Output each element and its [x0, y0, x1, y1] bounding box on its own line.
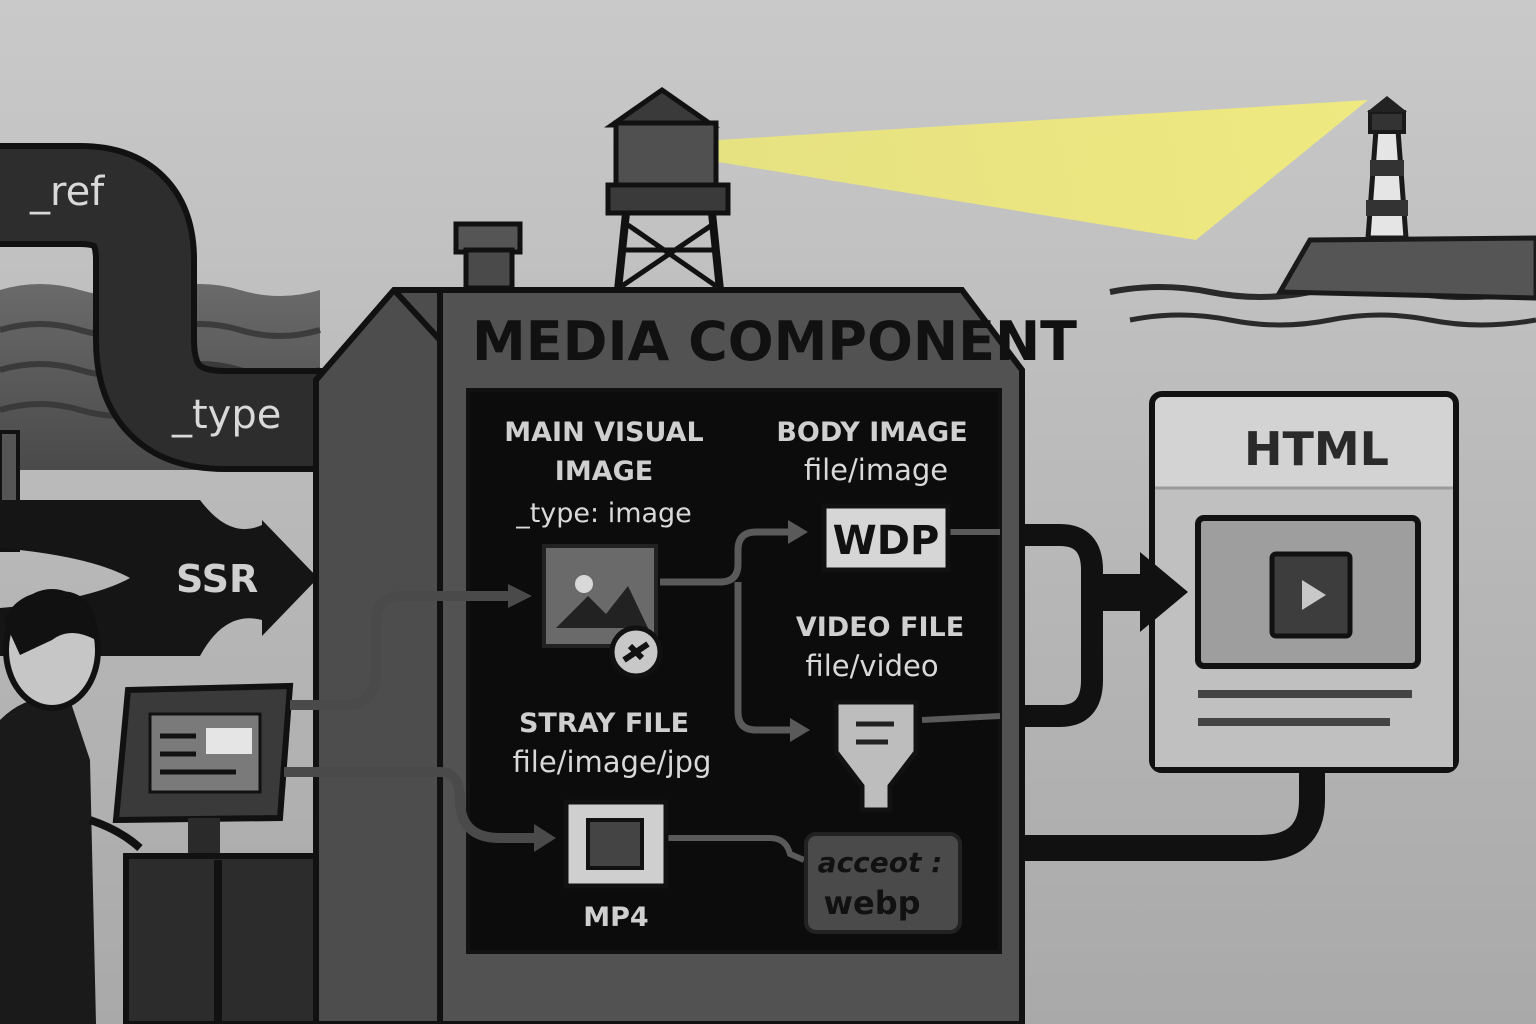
- main-visual-title-line2: IMAGE: [555, 456, 653, 487]
- funnel-icon: [833, 699, 919, 813]
- video-file-title: VIDEO FILE: [796, 612, 964, 643]
- play-icon: [1302, 580, 1326, 610]
- body-image-type: file/image: [804, 453, 948, 487]
- operator: [0, 589, 143, 1024]
- chimney: [453, 221, 523, 291]
- body-image-title: BODY IMAGE: [776, 417, 967, 448]
- light-beam: [718, 100, 1368, 240]
- html-document: [1149, 391, 1459, 773]
- stray-file-type: file/image/jpg: [513, 745, 712, 779]
- stray-file-title: STRAY FILE: [519, 708, 689, 739]
- output-pipes: [1022, 524, 1325, 861]
- video-file-type: file/video: [805, 649, 938, 683]
- water-tower: [604, 86, 731, 291]
- webp-label: webp: [823, 884, 920, 922]
- accept-webp-badge: [804, 832, 962, 934]
- lighthouse: [1275, 96, 1536, 301]
- mp4-file-icon: [563, 799, 669, 889]
- ssr-label: SSR: [176, 557, 258, 601]
- main-visual-title-line1: MAIN VISUAL: [504, 417, 703, 448]
- html-label: HTML: [1244, 422, 1389, 476]
- wdp-label: WDP: [833, 518, 940, 564]
- ref-label: _ref: [29, 169, 105, 215]
- main-visual-type: _type: image: [515, 498, 692, 529]
- ref-type-pipe: [0, 143, 330, 472]
- image-icon: [542, 544, 663, 679]
- mp4-label: MP4: [583, 902, 648, 933]
- type-label: _type: [171, 392, 281, 438]
- accept-label: acceot :: [818, 846, 943, 879]
- computer-terminal: [112, 682, 349, 1024]
- internal-connectors: [660, 520, 1001, 863]
- wdp-badge: [821, 503, 951, 573]
- input-pipes: [284, 584, 556, 852]
- media-component-title: MEDIA COMPONENT: [472, 310, 1077, 373]
